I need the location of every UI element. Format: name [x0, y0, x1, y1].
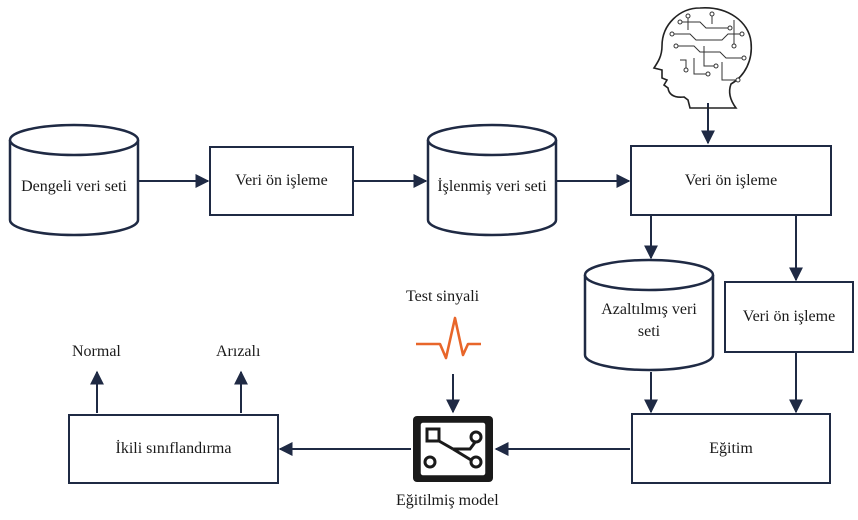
preprocess-box-3: Veri ön işleme — [724, 281, 854, 353]
normal-label: Normal — [72, 343, 121, 360]
signal-wave-icon — [416, 316, 481, 360]
test-signal-label: Test sinyali — [406, 288, 480, 305]
cylinder-reduced-data-label: Azaltılmış veri seti — [601, 301, 697, 340]
training-box: Eğitim — [631, 413, 831, 484]
model-icon — [413, 416, 493, 482]
cylinder-balanced-data — [8, 123, 140, 237]
trained-model-label: Eğitilmiş model — [396, 492, 499, 509]
ai-head-icon — [652, 7, 753, 109]
cylinder-processed-data-label: İşlenmiş veri seti — [437, 178, 547, 196]
preprocess-box-2: Veri ön işleme — [630, 145, 832, 216]
faulty-label: Arızalı — [216, 343, 261, 360]
cylinder-reduced-data — [583, 258, 715, 372]
binary-classification-box: İkili sınıflandırma — [68, 414, 279, 484]
preprocess-box-1: Veri ön işleme — [209, 146, 354, 216]
cylinder-balanced-data-label: Dengeli veri seti — [21, 178, 127, 196]
cylinder-processed-data — [426, 123, 558, 237]
